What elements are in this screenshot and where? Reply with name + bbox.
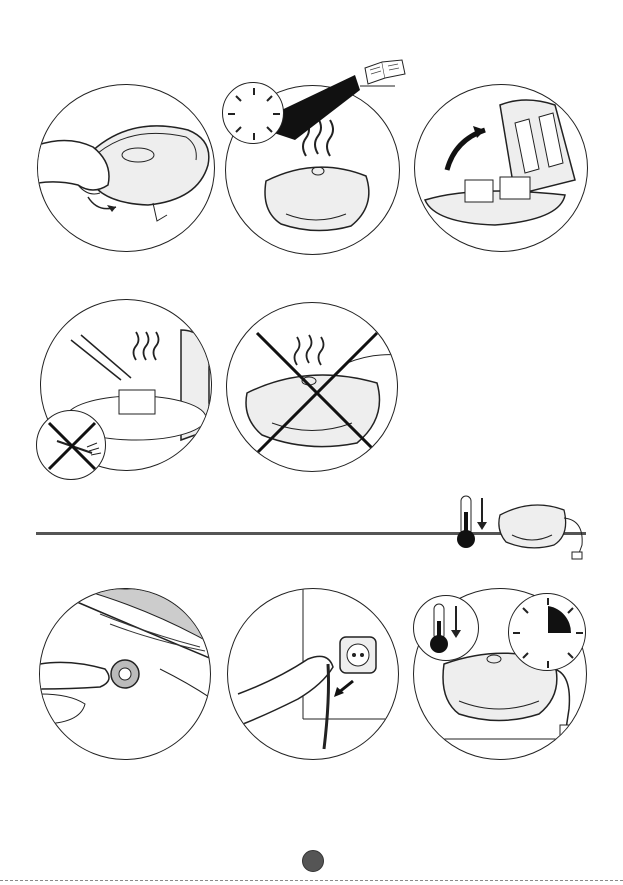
- page-edge: [0, 880, 623, 881]
- no-fork-warning: [36, 410, 106, 480]
- cooling-appliance-icon: [492, 490, 592, 565]
- step-open-with-sandwiches: [414, 84, 588, 252]
- thermometer-down-icon: [452, 492, 492, 552]
- clock-dial-icon: [222, 82, 284, 144]
- open-book-icon: [360, 58, 410, 88]
- clock-dial-icon: [508, 593, 586, 671]
- page-marker: [302, 850, 324, 872]
- thermometer-down-icon: [413, 595, 479, 661]
- step-do-not-touch-hot: [226, 302, 398, 472]
- step-press-release: [39, 588, 211, 760]
- step-close-latch: [37, 84, 215, 252]
- step-unplug: [227, 588, 399, 760]
